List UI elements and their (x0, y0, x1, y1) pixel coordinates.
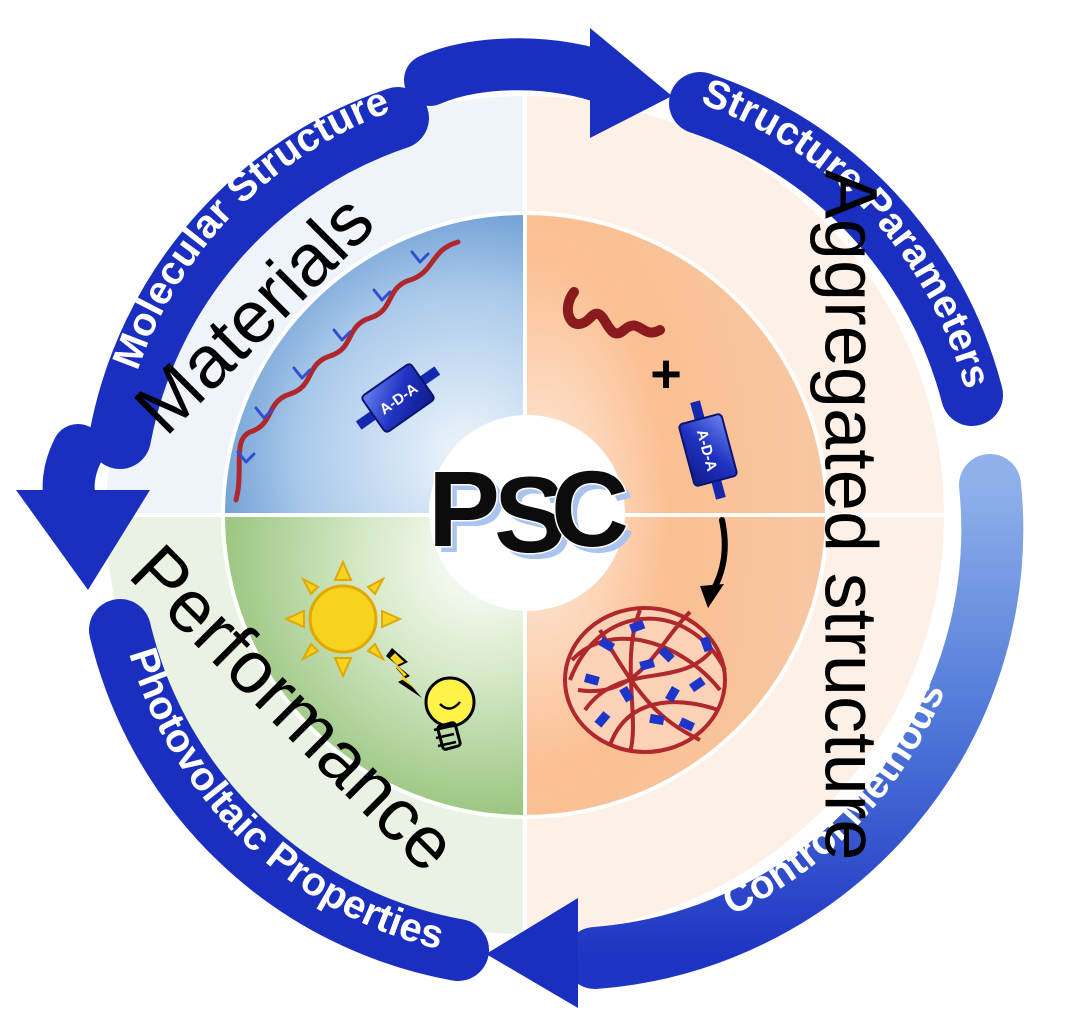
ring-arc-top-right (669, 72, 1003, 426)
psc-letter-p: P (428, 448, 500, 569)
center-circle (429, 415, 625, 611)
ring-arc-bottom-right (564, 454, 1024, 989)
lightning-icon (386, 648, 422, 698)
psc-letter-p-shadow: P (434, 454, 506, 575)
plus-sign: + (650, 344, 682, 404)
sun-icon (283, 559, 403, 679)
psc-letter-s-shadow: S (500, 460, 572, 581)
light-bulb-icon (424, 676, 476, 751)
ada-molecule-aggregated-icon: A-D-A (678, 400, 738, 500)
polymer-chain-icon (233, 239, 461, 503)
ada-molecule-icon: A-D-A (355, 363, 441, 433)
aggregate-network-icon (563, 606, 727, 754)
polymer-squiggle-icon (562, 287, 665, 339)
quadrant-label-aggregated-structure: Aggregated structure (809, 169, 892, 860)
arrow-head-bottom (486, 898, 578, 1008)
psc-label: P P S S C C (426, 447, 635, 582)
materials-inner-quadrant (223, 213, 525, 515)
arrow-head-top (590, 28, 672, 138)
ring-arc-top-left (89, 87, 429, 469)
psc-letter-s: S (494, 454, 566, 575)
psc-letter-c-shadow: C (557, 454, 635, 575)
psc-letter-c: C (551, 448, 629, 569)
performance-inner-quadrant (223, 515, 525, 817)
ring-arc-bottom-left (89, 599, 489, 981)
process-arrow-icon (700, 517, 728, 608)
ring-arc-top-connector (404, 38, 636, 106)
arrow-head-left (16, 490, 150, 590)
